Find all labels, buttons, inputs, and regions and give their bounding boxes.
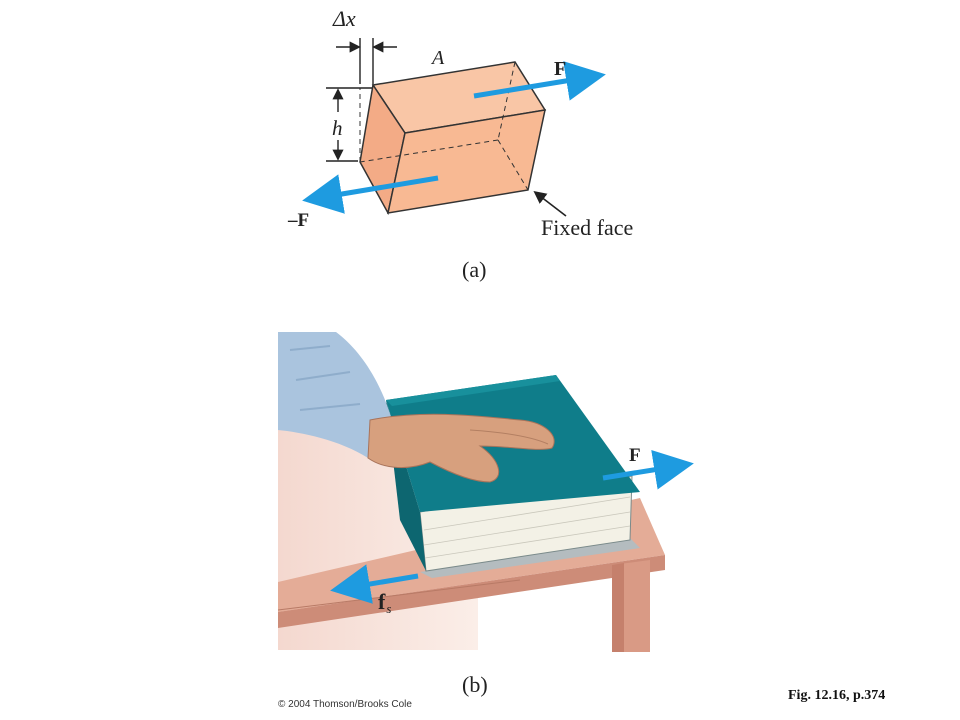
fixed-face-label: Fixed face: [541, 215, 634, 240]
fixed-face-pointer: [533, 191, 567, 217]
friction-label-subscript: s: [386, 601, 392, 616]
neg-force-label: –F: [288, 210, 310, 231]
caption-a: (a): [462, 257, 487, 282]
friction-label: fs: [378, 589, 391, 617]
height-label: h: [332, 116, 343, 140]
force-arrow-b: [602, 450, 694, 490]
caption-b: (b): [462, 672, 488, 697]
sheared-block: [359, 61, 547, 216]
height-dimension: [326, 87, 372, 162]
delta-x-dimension: [336, 38, 397, 84]
hand-and-sleeve: [278, 332, 555, 483]
book: [386, 375, 640, 578]
friction-label-main: f: [378, 589, 386, 614]
force-arrow-a: [473, 61, 606, 101]
copyright-notice: © 2004 Thomson/Brooks Cole: [278, 699, 412, 710]
force-label-b: F: [629, 445, 641, 466]
neg-force-arrow-a: [302, 174, 439, 214]
area-label: A: [432, 47, 445, 69]
figure-reference: Fig. 12.16, p.374: [788, 688, 886, 703]
force-label-a: F: [554, 58, 567, 80]
friction-arrow: [330, 564, 419, 604]
delta-x-label: Δx: [333, 6, 356, 31]
